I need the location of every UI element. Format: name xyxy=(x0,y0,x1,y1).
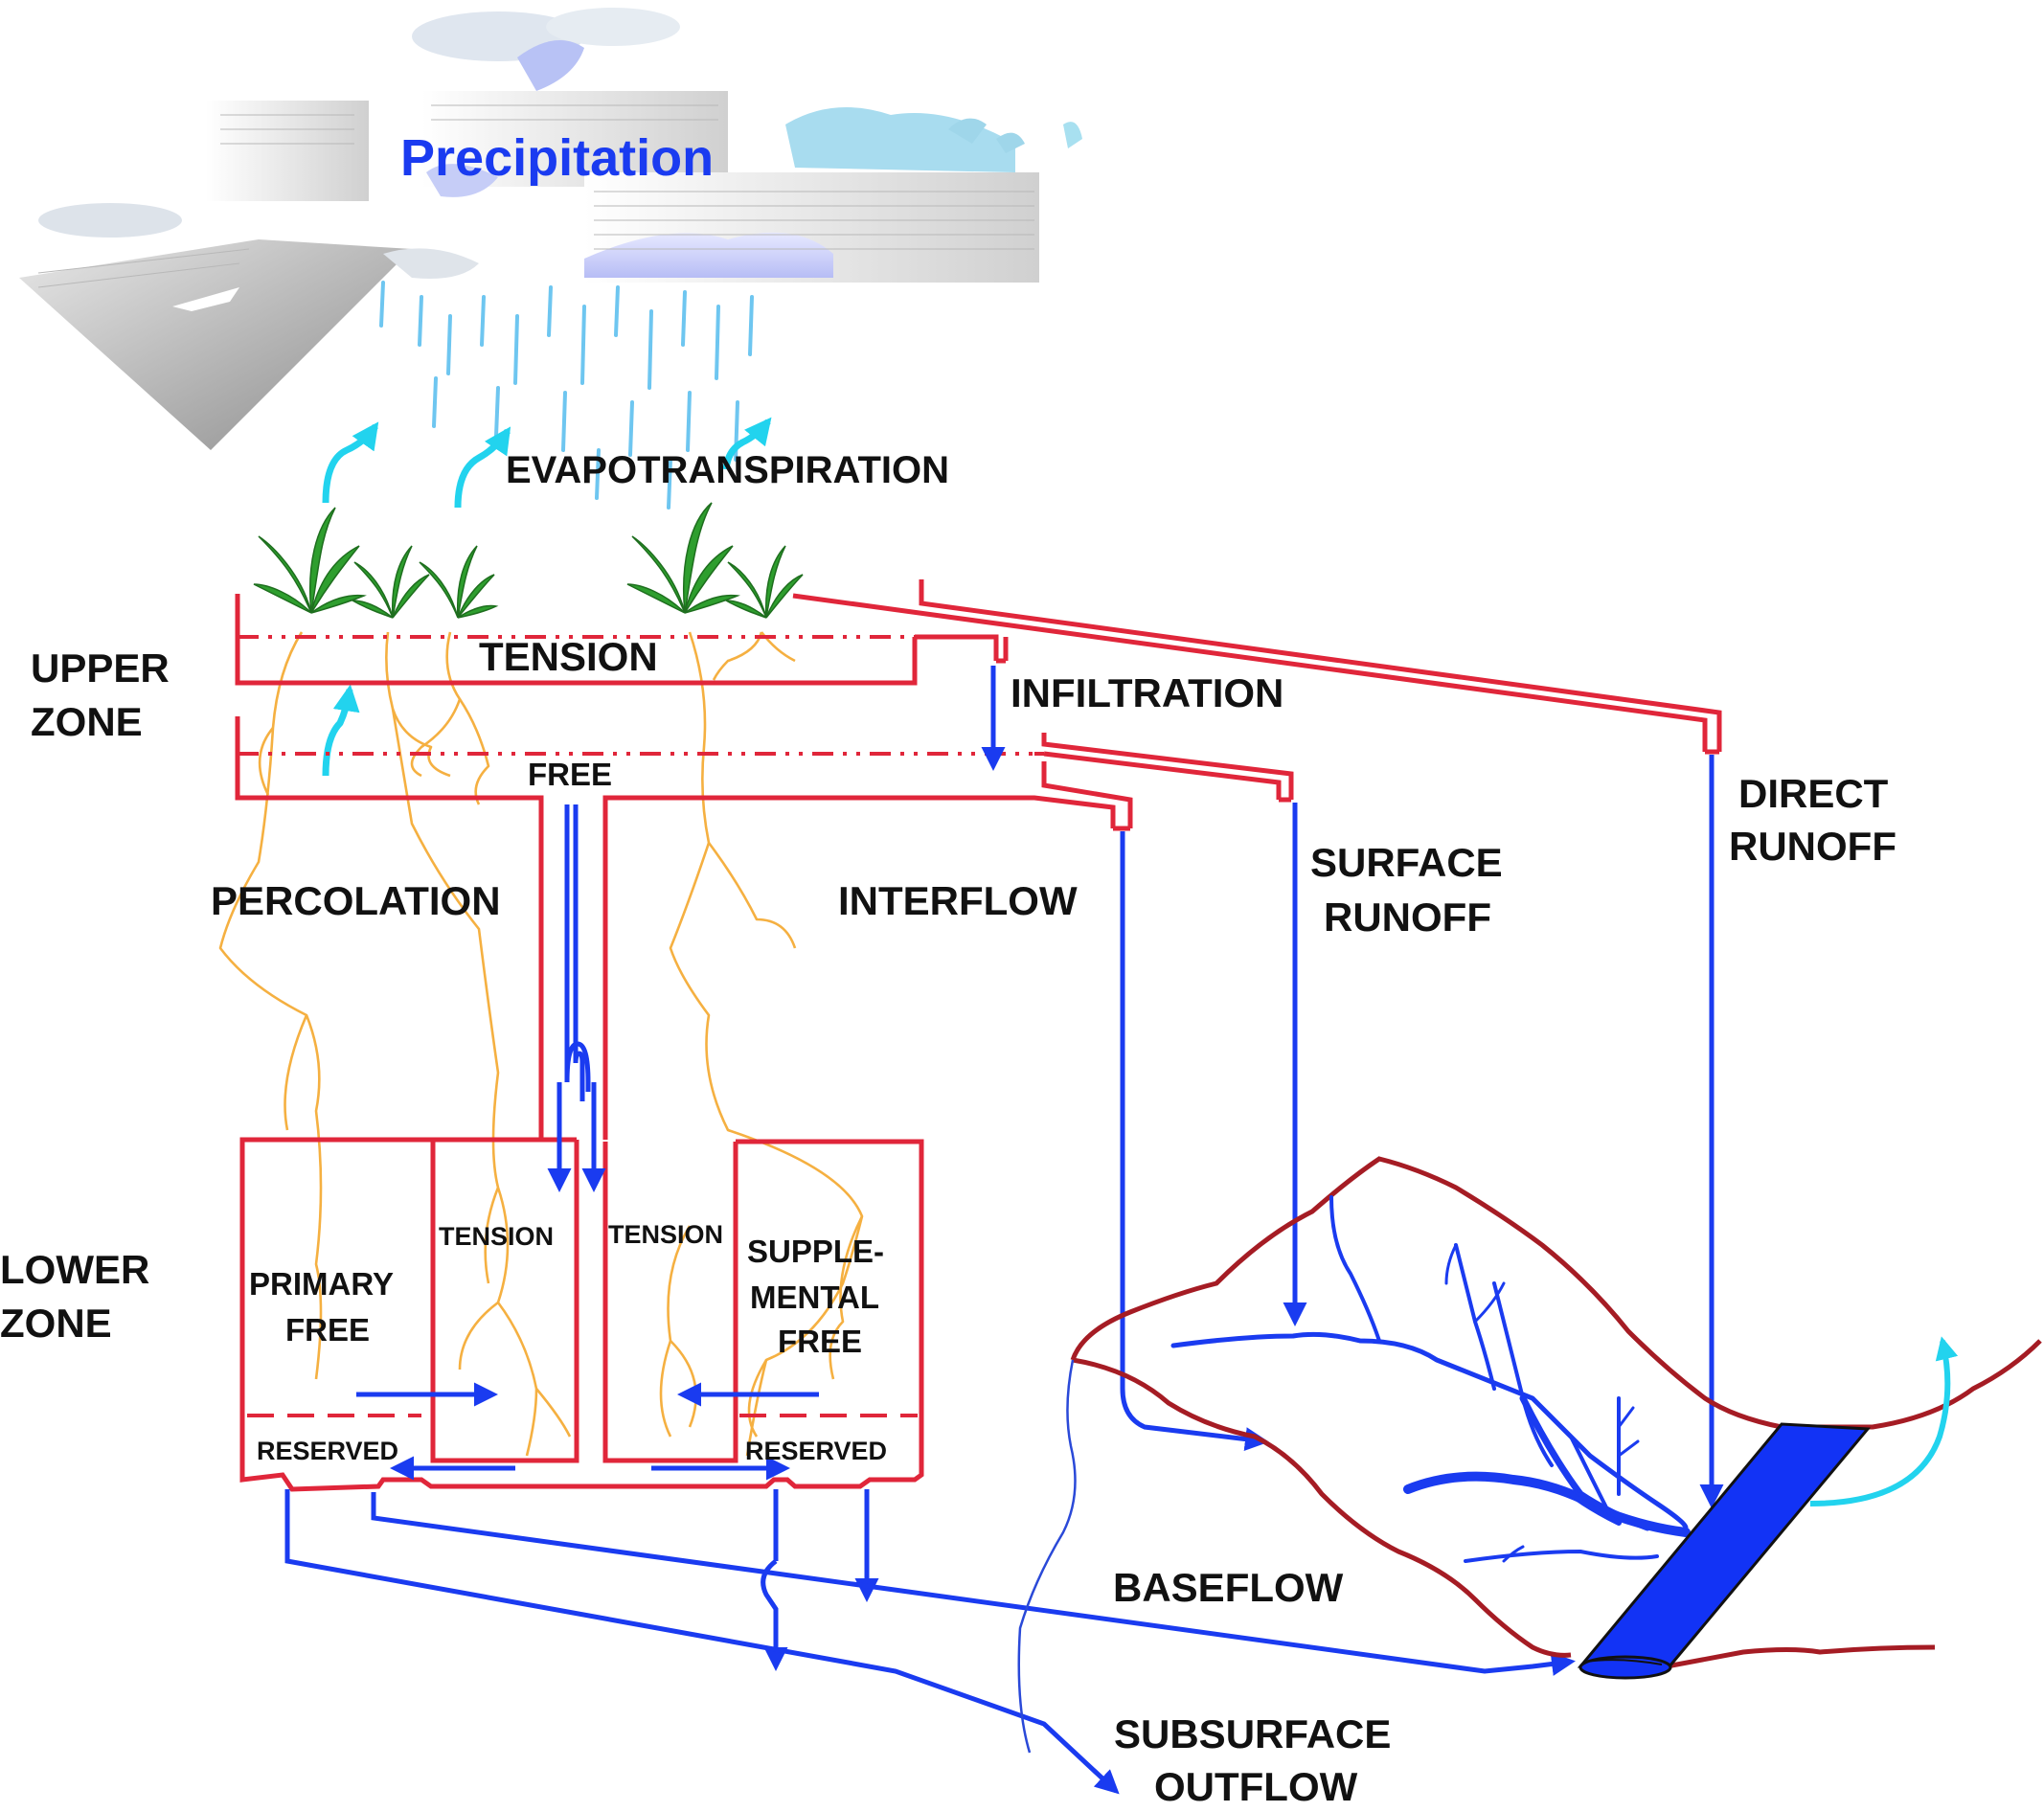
upper-free-tank xyxy=(235,716,1116,1143)
lower-tension-left-label: TENSION xyxy=(439,1222,554,1251)
plant-roots xyxy=(218,631,864,1457)
percolation-label: PERCOLATION xyxy=(211,878,501,923)
primary-free-label-1: PRIMARY xyxy=(249,1266,394,1302)
upper-zone-label-1: UPPER xyxy=(31,646,170,691)
cloud-icon xyxy=(19,8,1082,450)
plant-icon xyxy=(253,502,804,619)
baseflow-label: BASEFLOW xyxy=(1113,1565,1344,1610)
interflow-label: INTERFLOW xyxy=(838,878,1078,923)
runoff-pipes xyxy=(792,579,1722,831)
surface-runoff-label-1: SURFACE xyxy=(1310,840,1503,885)
subsurface-outflow-label-2: OUTFLOW xyxy=(1154,1764,1358,1809)
stream-channel-icon xyxy=(1577,1422,1872,1680)
surface-runoff-label-2: RUNOFF xyxy=(1324,895,1491,940)
precipitation-title: Precipitation xyxy=(400,129,714,187)
lower-zone-label-2: ZONE xyxy=(0,1301,112,1346)
supplemental-free-label-1: SUPPLE- xyxy=(747,1234,884,1269)
supplemental-free-label-2: MENTAL xyxy=(750,1280,879,1315)
lower-tension-right-label: TENSION xyxy=(608,1220,723,1249)
infiltration-label: INFILTRATION xyxy=(1011,670,1283,715)
flow-arrows xyxy=(284,666,1724,1795)
direct-runoff-label-2: RUNOFF xyxy=(1729,824,1896,869)
evapotranspiration-label: EVAPOTRANSPIRATION xyxy=(506,449,949,491)
reserved-right-label: RESERVED xyxy=(745,1437,887,1465)
upper-tension-label: TENSION xyxy=(479,634,658,679)
lower-zone-tanks xyxy=(239,1137,924,1492)
watershed xyxy=(1017,1156,2042,1754)
upper-free-label: FREE xyxy=(528,757,612,792)
upper-zone-label-2: ZONE xyxy=(31,699,143,744)
reserved-left-label: RESERVED xyxy=(257,1437,398,1465)
lower-zone-label-1: LOWER xyxy=(0,1247,149,1292)
rain-icon xyxy=(379,281,754,510)
supplemental-free-label-3: FREE xyxy=(778,1324,862,1359)
direct-runoff-label-1: DIRECT xyxy=(1738,771,1889,816)
upper-tension-tank xyxy=(235,594,918,686)
channel-outflow-arrow-icon xyxy=(1809,1336,1959,1506)
primary-free-label-2: FREE xyxy=(285,1312,370,1348)
subsurface-outflow-label-1: SUBSURFACE xyxy=(1114,1711,1391,1756)
